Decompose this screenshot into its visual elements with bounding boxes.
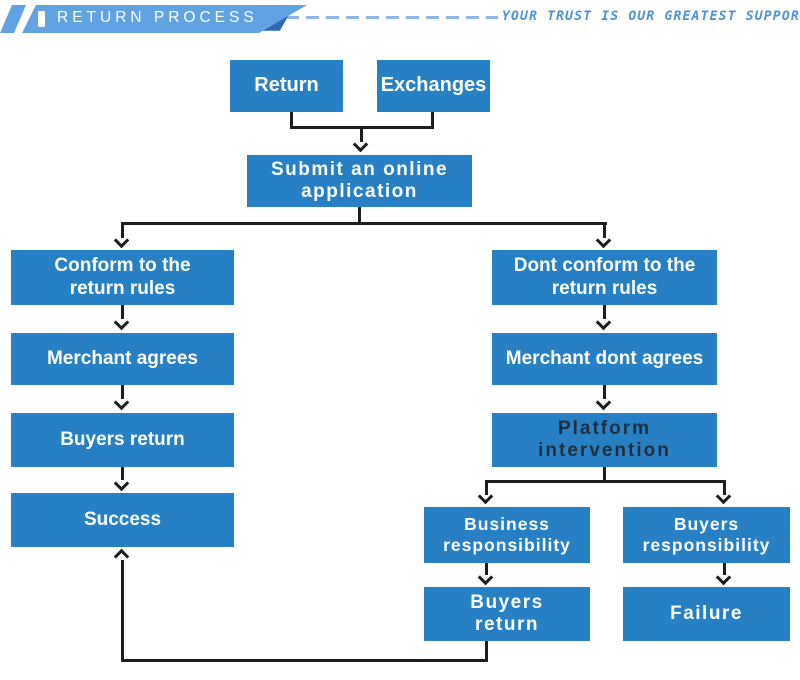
title-bar-icon xyxy=(38,11,45,27)
header-dashed-line xyxy=(286,16,498,19)
connector-line xyxy=(485,563,488,575)
connector-line xyxy=(121,222,607,225)
node-success: Success xyxy=(11,493,234,547)
header-slogan: YOUR TRUST IS OUR GREATEST SUPPORT xyxy=(502,9,800,24)
connector-line xyxy=(485,483,488,495)
node-buyers-return-2: Buyers return xyxy=(424,587,590,641)
node-buyers-responsibility: Buyers responsibility xyxy=(623,507,790,563)
connector-line xyxy=(723,563,726,575)
node-failure: Failure xyxy=(623,587,790,641)
connector-line xyxy=(431,112,434,129)
arrowhead-down-icon xyxy=(352,136,369,153)
arrowhead-down-icon xyxy=(595,314,612,331)
node-merchant-dont-agrees: Merchant dont agrees xyxy=(492,333,717,385)
connector-line xyxy=(360,129,363,142)
connector-line xyxy=(603,225,606,238)
connector-line xyxy=(121,225,124,238)
node-business-responsibility: Business responsibility xyxy=(424,507,590,563)
connector-line xyxy=(485,480,726,483)
arrowhead-down-icon xyxy=(113,314,130,331)
connector-line xyxy=(290,126,434,129)
arrowhead-down-icon xyxy=(595,394,612,411)
connector-line xyxy=(603,305,606,319)
arrowhead-down-icon xyxy=(715,488,732,505)
arrowhead-down-icon xyxy=(113,394,130,411)
page-title: RETURN PROCESS xyxy=(57,9,258,26)
arrowhead-down-icon xyxy=(595,232,612,249)
arrowhead-down-icon xyxy=(715,569,732,586)
node-return: Return xyxy=(230,60,343,112)
arrowhead-down-icon xyxy=(113,475,130,492)
node-conform-rules: Conform to the return rules xyxy=(11,250,234,305)
node-submit-application: Submit an online application xyxy=(247,155,472,207)
connector-line xyxy=(603,467,606,483)
connector-line xyxy=(290,112,293,129)
header-banner xyxy=(22,5,307,33)
connector-line xyxy=(358,207,361,223)
node-dont-conform-rules: Dont conform to the return rules xyxy=(492,250,717,305)
connector-line xyxy=(121,385,124,399)
node-platform-intervention: Platform intervention xyxy=(492,413,717,467)
connector-line xyxy=(121,467,124,480)
connector-line xyxy=(121,659,488,662)
node-exchanges: Exchanges xyxy=(377,60,490,112)
node-merchant-agrees: Merchant agrees xyxy=(11,333,234,385)
connector-line xyxy=(723,483,726,495)
arrowhead-down-icon xyxy=(477,569,494,586)
connector-line xyxy=(121,560,124,662)
banner-left-sliver xyxy=(0,5,26,33)
connector-line xyxy=(603,385,606,399)
arrowhead-down-icon xyxy=(113,232,130,249)
arrowhead-up-icon xyxy=(113,548,130,565)
connector-line xyxy=(485,641,488,662)
node-buyers-return: Buyers return xyxy=(11,413,234,467)
arrowhead-down-icon xyxy=(477,488,494,505)
connector-line xyxy=(121,305,124,319)
